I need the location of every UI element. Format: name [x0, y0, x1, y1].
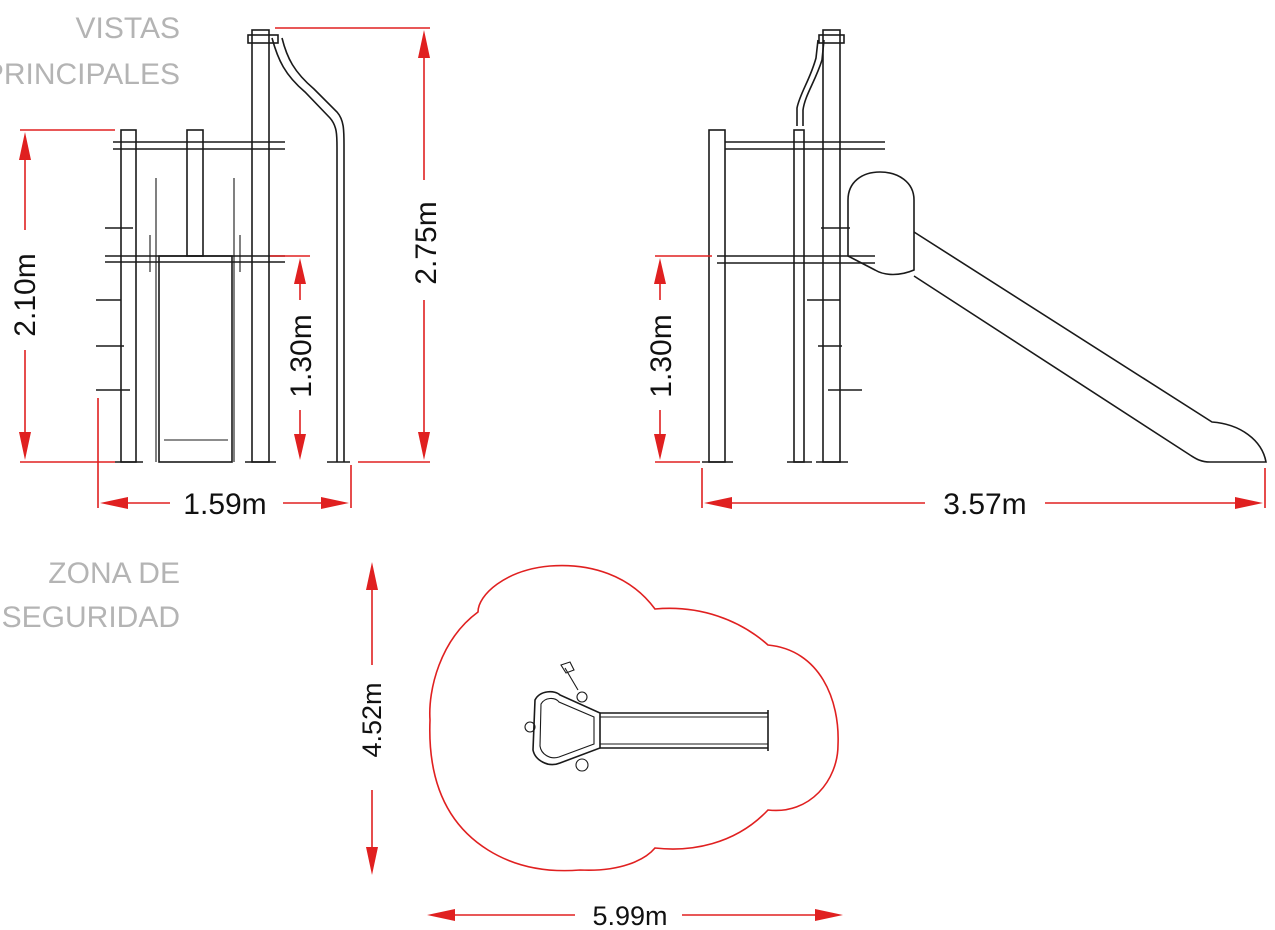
front-dimensions: 2.10m 1.30m 2.75m 1.59m: [9, 27, 443, 521]
dim-side-length: 3.57m: [943, 488, 1026, 521]
safety-zone-plan: [428, 564, 839, 872]
heading-safety-line1: ZONA DE: [48, 557, 180, 590]
side-view: [702, 29, 1267, 463]
front-view: [96, 29, 350, 463]
dim-front-total-height: 2.10m: [9, 253, 42, 336]
dim-side-platform-height: 1.30m: [645, 314, 678, 397]
dim-zone-width: 5.99m: [592, 901, 667, 930]
dim-front-slide-top-height: 2.75m: [410, 201, 443, 284]
dim-zone-depth: 4.52m: [357, 682, 387, 757]
heading-safety-line2: SEGURIDAD: [2, 601, 180, 634]
side-dimensions: 1.30m 3.57m: [645, 255, 1266, 521]
dim-front-platform-height: 1.30m: [285, 314, 318, 397]
dim-front-width: 1.59m: [183, 488, 266, 521]
heading-views-line2: PRINCIPALES: [0, 58, 180, 91]
safety-dimensions: 4.52m 5.99m: [357, 562, 843, 930]
heading-views-line1: VISTAS: [76, 12, 180, 45]
